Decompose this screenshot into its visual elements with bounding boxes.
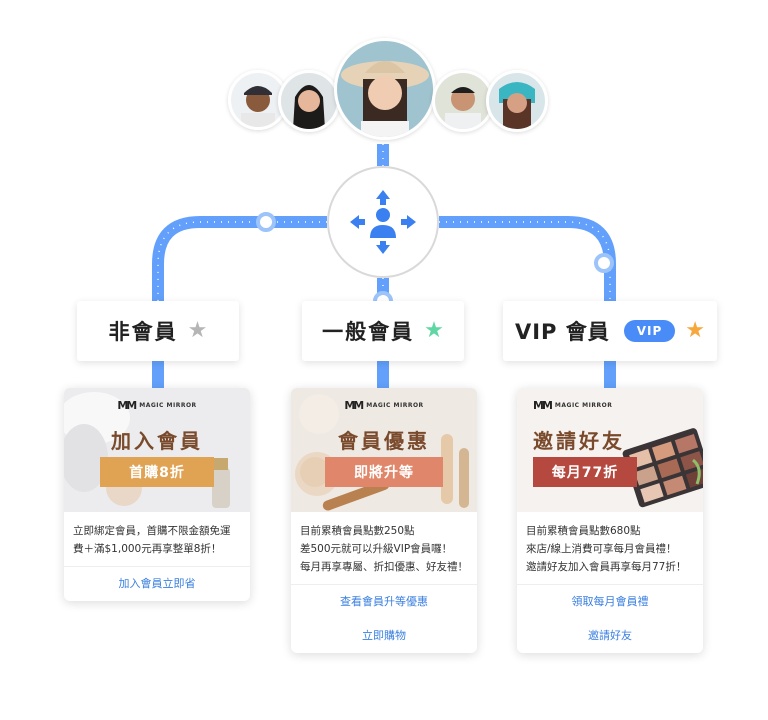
invite-friend-link[interactable]: 邀請好友 xyxy=(588,629,632,642)
card-description: 立即綁定會員，首購不限金額免運 費＋滿$1,000元再享整單8折！ xyxy=(73,525,231,555)
star-icon: ★ xyxy=(685,318,706,343)
shop-now-link[interactable]: 立即購物 xyxy=(362,629,406,642)
banner-tag: 首購8折 xyxy=(100,457,214,487)
banner-title: 會員優惠 xyxy=(338,429,430,453)
banner-background xyxy=(64,388,250,512)
banner-background xyxy=(517,388,703,512)
card-description: 目前累積會員點數680點 來店/線上消費可享每月會員禮！ 邀請好友加入會員再享每… xyxy=(526,525,687,573)
banner-tag: 即將升等 xyxy=(325,457,443,487)
star-icon: ★ xyxy=(424,318,444,343)
tier-regular-member[interactable]: 一般會員 ★ xyxy=(302,301,464,361)
tier-label: VIP 會員 xyxy=(514,320,610,344)
vip-badge: VIP xyxy=(623,320,676,342)
claim-monthly-gift-link[interactable]: 領取每月會員禮 xyxy=(517,584,703,619)
banner-background xyxy=(291,388,477,512)
flow-node-dot xyxy=(256,212,276,232)
card-description: 目前累積會員點數250點 差500元就可以升級VIP會員囉！ 每月再享專屬、折扣… xyxy=(300,525,468,573)
member-split-hub xyxy=(327,166,439,278)
tier-label: 非會員 xyxy=(108,320,178,344)
flow-node-dot xyxy=(594,253,614,273)
user-split-arrows-icon xyxy=(350,190,416,254)
view-upgrade-offer-link[interactable]: 查看會員升等優惠 xyxy=(291,584,477,619)
join-member-link[interactable]: 加入會員立即省 xyxy=(64,566,250,601)
star-icon: ★ xyxy=(187,318,208,343)
tier-vip-member[interactable]: VIP 會員 VIP ★ xyxy=(503,301,717,361)
tier-label: 一般會員 xyxy=(322,320,415,344)
woman-scarf-avatar xyxy=(486,70,548,132)
woman-longhair-avatar xyxy=(278,70,340,132)
man-cap-avatar xyxy=(228,70,288,130)
banner-tag: 每月77折 xyxy=(533,457,637,487)
banner-title: 邀請好友 xyxy=(533,429,625,453)
tier-non-member[interactable]: 非會員 ★ xyxy=(77,301,239,361)
banner-title: 加入會員 xyxy=(111,429,203,453)
